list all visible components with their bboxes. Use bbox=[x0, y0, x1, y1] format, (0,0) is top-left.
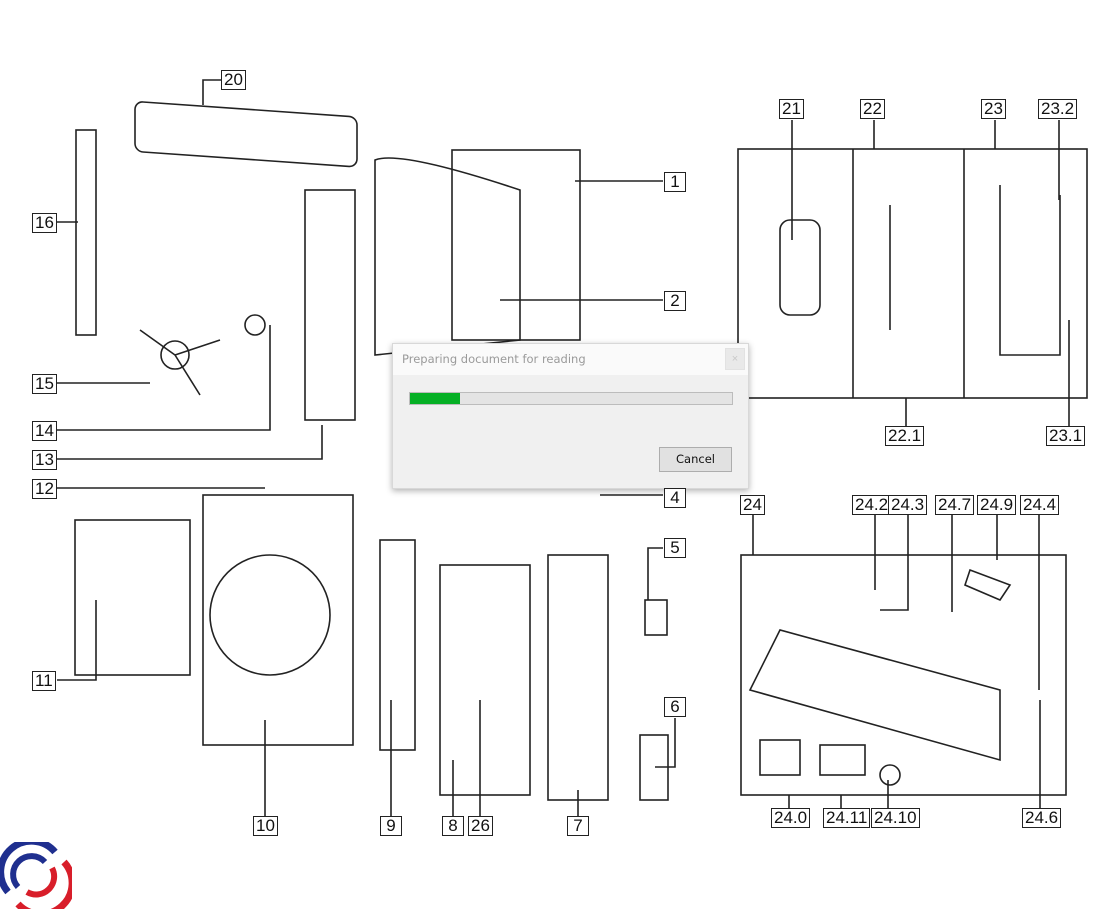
callout-24-4: 24.4 bbox=[1020, 495, 1060, 515]
callout-24-0: 24.0 bbox=[771, 808, 811, 828]
callout-20: 20 bbox=[221, 70, 246, 90]
dialog-title: Preparing document for reading bbox=[402, 352, 586, 366]
close-button[interactable]: × bbox=[725, 348, 745, 370]
callout-23: 23 bbox=[981, 99, 1006, 119]
callout-15: 15 bbox=[32, 374, 57, 394]
callout-6: 6 bbox=[664, 697, 686, 717]
callout-24-10: 24.10 bbox=[871, 808, 920, 828]
callout-24-9: 24.9 bbox=[977, 495, 1017, 515]
callout-21: 21 bbox=[779, 99, 804, 119]
callout-13: 13 bbox=[32, 450, 57, 470]
callout-16: 16 bbox=[32, 213, 57, 233]
callout-24-7: 24.7 bbox=[935, 495, 975, 515]
callout-23-2: 23.2 bbox=[1038, 99, 1078, 119]
dialog-title-bar[interactable]: Preparing document for reading × bbox=[393, 344, 748, 375]
callout-26: 26 bbox=[468, 816, 493, 836]
callout-9: 9 bbox=[380, 816, 402, 836]
progress-bar bbox=[409, 392, 733, 405]
callout-7: 7 bbox=[567, 816, 589, 836]
callout-24: 24 bbox=[740, 495, 765, 515]
callout-8: 8 bbox=[442, 816, 464, 836]
callout-23-1: 23.1 bbox=[1046, 426, 1086, 446]
callout-24-2: 24.2 bbox=[852, 495, 892, 515]
callout-4: 4 bbox=[664, 488, 686, 508]
progress-dialog: Preparing document for reading × Cancel bbox=[392, 343, 749, 489]
callout-1: 1 bbox=[664, 172, 686, 192]
callout-11: 11 bbox=[32, 671, 56, 691]
callout-14: 14 bbox=[32, 421, 57, 441]
callout-24-6: 24.6 bbox=[1022, 808, 1062, 828]
callout-24-3: 24.3 bbox=[888, 495, 928, 515]
callout-22: 22 bbox=[860, 99, 885, 119]
callout-22-1: 22.1 bbox=[885, 426, 925, 446]
callout-24-11: 24.11 bbox=[823, 808, 871, 828]
progress-bar-fill bbox=[410, 393, 460, 404]
brand-logo bbox=[0, 842, 72, 909]
close-icon: × bbox=[731, 353, 739, 365]
callout-12: 12 bbox=[32, 479, 57, 499]
callout-10: 10 bbox=[253, 816, 278, 836]
callout-5: 5 bbox=[664, 538, 686, 558]
cancel-button[interactable]: Cancel bbox=[659, 447, 732, 472]
callout-2: 2 bbox=[664, 291, 686, 311]
